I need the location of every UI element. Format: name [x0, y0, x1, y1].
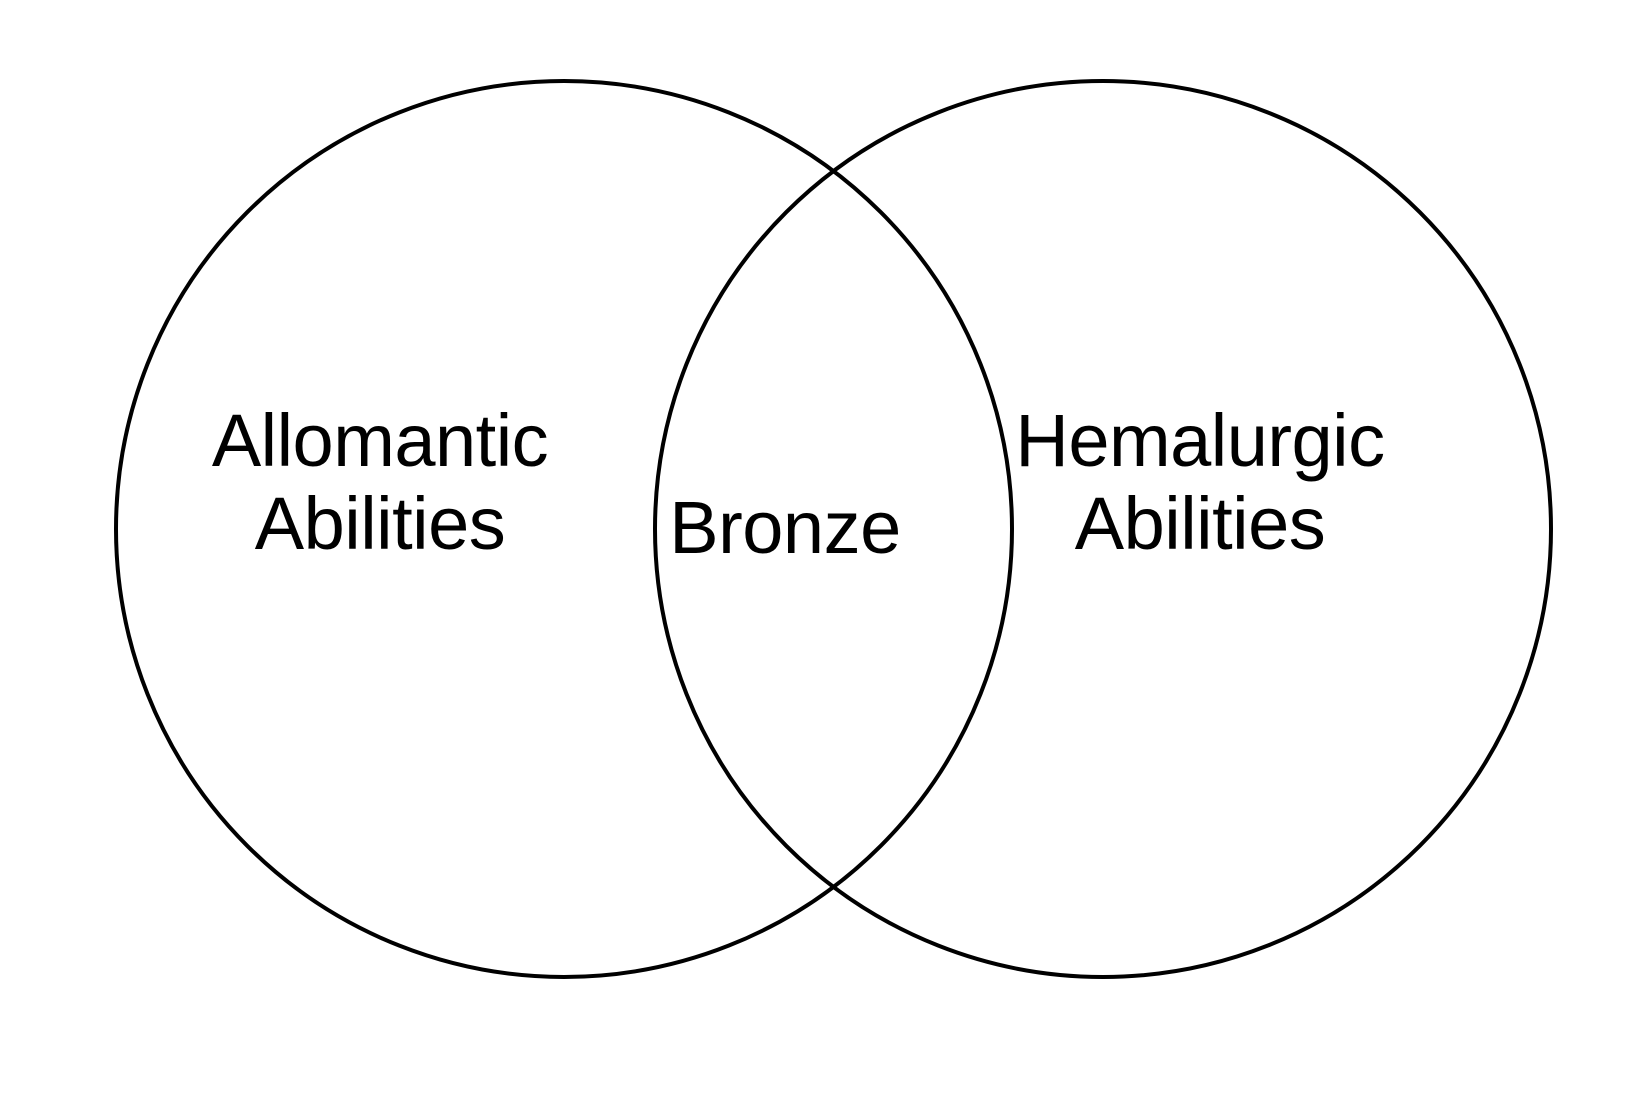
venn-label-right-set: Hemalurgic Abilities [1015, 399, 1385, 565]
venn-label-intersection: Bronze [669, 486, 901, 569]
venn-label-left-set: Allomantic Abilities [211, 399, 549, 565]
venn-circle-left [114, 79, 1014, 979]
venn-circle-right [653, 79, 1553, 979]
